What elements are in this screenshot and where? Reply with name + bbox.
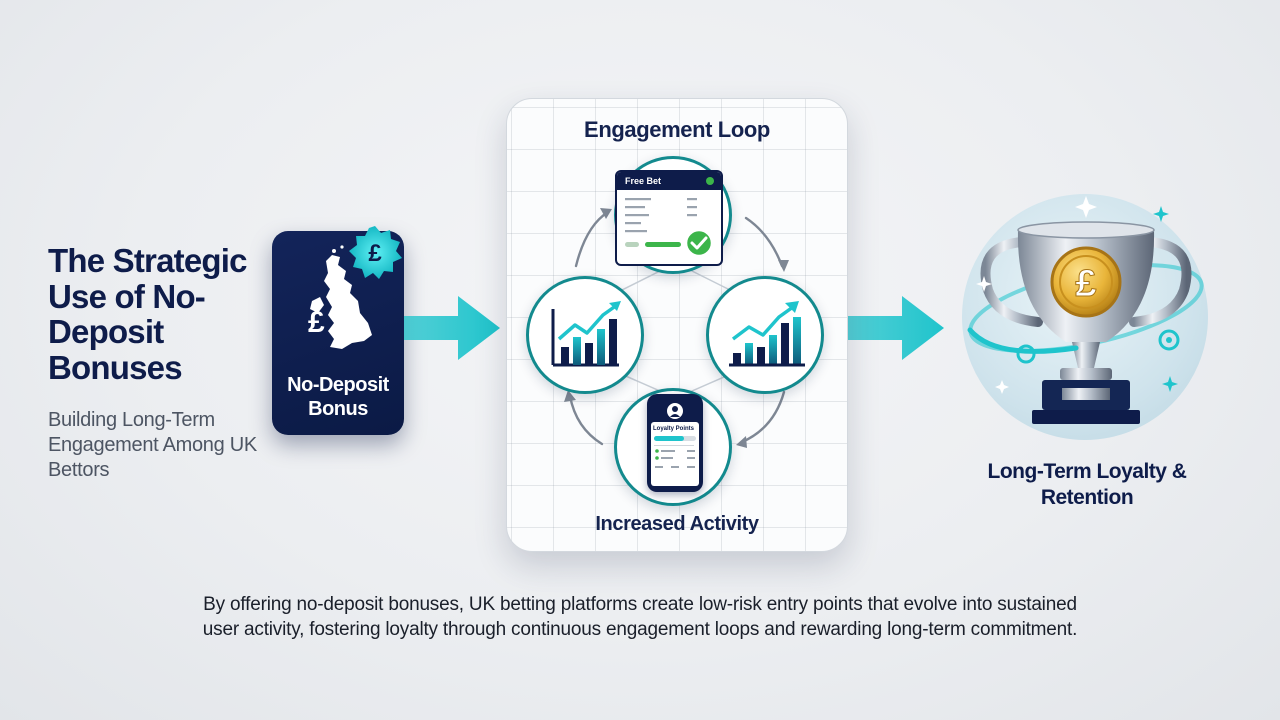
bet-slip-title: Free Bet [625, 176, 662, 186]
page-subtitle: Building Long-Term Engagement Among UK B… [48, 409, 257, 481]
coin-pound-symbol: £ [1075, 263, 1096, 305]
pound-symbol: £ [308, 306, 325, 339]
bar-chart-growth-icon [729, 301, 805, 367]
pound-badge-icon: £ [349, 226, 402, 279]
summary-caption: By offering no-deposit bonuses, UK betti… [202, 594, 1078, 640]
sparkle-icon [976, 196, 1178, 394]
loyalty-retention-label: Long-Term Loyalty & Retention [987, 460, 1187, 510]
flow-arrow-icon [404, 296, 500, 360]
bet-slip-icon: Free Bet [615, 170, 723, 266]
check-icon [684, 228, 714, 258]
trophy-icon: £ [967, 196, 1204, 424]
page-title: The Strategic Use of No-Deposit Bonuses [48, 242, 247, 386]
no-deposit-label: No-Deposit Bonus [287, 374, 389, 420]
engagement-loop-title: Engagement Loop [584, 117, 770, 142]
increased-activity-label: Increased Activity [595, 513, 759, 535]
bar-chart-growth-icon [551, 301, 621, 367]
user-avatar-icon [667, 403, 683, 419]
loyalty-points-title: Loyalty Points [653, 426, 695, 432]
flow-arrow-icon [848, 296, 944, 360]
growth-chart-node-left [526, 276, 644, 394]
badge-pound-symbol: £ [368, 240, 382, 267]
growth-chart-node-right [706, 276, 824, 394]
phone-icon: Loyalty Points [647, 394, 703, 492]
uk-map-icon: £ [308, 245, 372, 349]
